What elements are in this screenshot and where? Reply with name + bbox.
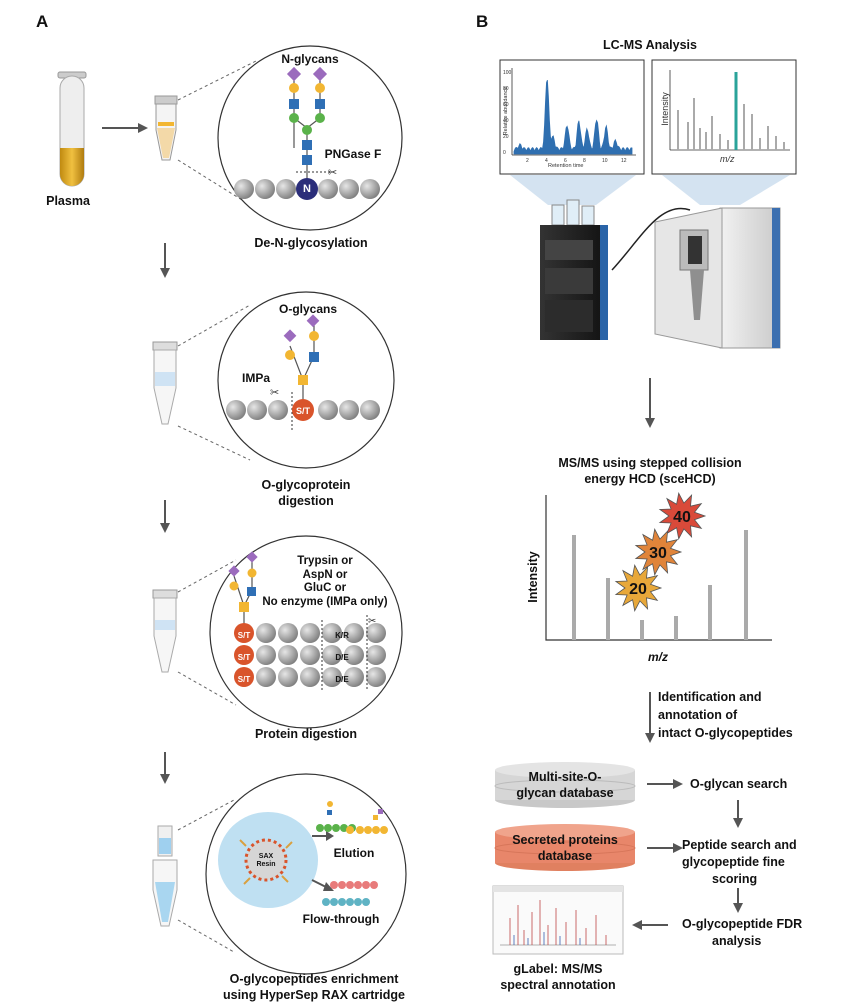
site-kr-label: K/R bbox=[335, 631, 349, 640]
site-de-label-2: D/E bbox=[335, 675, 349, 684]
lc-xtick: 6 bbox=[564, 158, 567, 164]
svg-text:✂: ✂ bbox=[328, 167, 337, 179]
svg-text:✂: ✂ bbox=[368, 616, 376, 627]
lc-ytick: 0 bbox=[503, 150, 506, 156]
peptide-grid: ✂ bbox=[234, 615, 386, 690]
db1-label-l2: glycan database bbox=[516, 786, 614, 800]
step-de-n-glycosylation: De-N-glycosylation bbox=[254, 236, 368, 250]
energy-label: 20 bbox=[629, 581, 647, 598]
lc-xtick: 8 bbox=[583, 158, 586, 164]
identification-l3: intact O-glycopeptides bbox=[658, 726, 793, 740]
peptide-chain-2 bbox=[226, 399, 380, 421]
msms-ylabel: Intensity bbox=[526, 551, 540, 603]
energy-star bbox=[614, 564, 663, 612]
pngase-label: PNGase F bbox=[324, 147, 382, 161]
lc-ytick: 60 bbox=[503, 102, 509, 108]
ms-ylabel: Intensity bbox=[660, 92, 670, 126]
energy-star bbox=[658, 492, 707, 540]
plasma-label: Plasma bbox=[46, 194, 90, 208]
o-glycans-label: O-glycans bbox=[278, 302, 338, 316]
energy-label: 40 bbox=[673, 509, 691, 526]
sax-label-1: SAX bbox=[258, 853, 274, 860]
db2-label-l1: Secreted proteins bbox=[512, 833, 618, 847]
microtube-2-icon bbox=[152, 341, 178, 425]
protein-database-icon bbox=[494, 824, 636, 871]
elution-label: Elution bbox=[333, 846, 375, 860]
lc-xtick: 2 bbox=[526, 158, 529, 164]
enzyme-aspn: AspN or bbox=[302, 568, 348, 581]
n-glycan-structure: ✂ bbox=[286, 66, 337, 188]
peptide-search-l3: scoring bbox=[712, 872, 758, 886]
enzyme-none: No enzyme (IMPa only) bbox=[262, 595, 388, 608]
n-residue-label: N bbox=[303, 183, 311, 195]
step-protein-digestion: Protein digestion bbox=[254, 727, 358, 741]
lc-ytick: 40 bbox=[503, 118, 509, 124]
msms-title-l2: energy HCD (sceHCD) bbox=[584, 472, 716, 486]
lcms-title: LC-MS Analysis bbox=[602, 38, 697, 52]
step-enrichment-l2: using HyperSep RAX cartridge bbox=[223, 988, 405, 1002]
lc-chromatogram bbox=[511, 68, 636, 156]
o-glycan-structure: ✂ bbox=[270, 314, 320, 430]
db2-label-l2: database bbox=[537, 849, 593, 863]
enzyme-trypsin: Trypsin or bbox=[297, 555, 353, 567]
glycan-database-icon bbox=[494, 762, 636, 808]
cartridge-icon bbox=[152, 825, 178, 927]
ms-xlabel: m/z bbox=[720, 154, 735, 164]
glabel-l1: gLabel: MS/MS bbox=[513, 962, 603, 976]
st-label-row2: S/T bbox=[237, 653, 251, 662]
plasma-tube-icon bbox=[57, 71, 87, 187]
panel-label-a: A bbox=[36, 12, 49, 31]
sax-label-2: Resin bbox=[256, 861, 276, 868]
msms-xlabel: m/z bbox=[648, 650, 669, 664]
lc-ytick: 20 bbox=[503, 134, 509, 140]
site-de-label-1: D/E bbox=[335, 653, 349, 662]
flow-through-label: Flow-through bbox=[302, 912, 380, 926]
identification-l1: Identification and bbox=[658, 690, 762, 704]
step-o-glycoprotein-l2: digestion bbox=[278, 494, 334, 508]
microtube-3-icon bbox=[152, 589, 178, 673]
st-label-row1: S/T bbox=[237, 631, 251, 640]
fdr-l1: O-glycopeptide FDR bbox=[682, 917, 803, 931]
st-label-row3: S/T bbox=[237, 675, 251, 684]
lc-xtick: 10 bbox=[602, 158, 608, 164]
msms-title-l1: MS/MS using stepped collision bbox=[558, 456, 742, 470]
glabel-screenshot bbox=[492, 885, 624, 955]
identification-l2: annotation of bbox=[658, 708, 738, 722]
msms-plot: 40 30 20 bbox=[545, 492, 772, 641]
sax-resin-illustration bbox=[218, 801, 388, 908]
db1-label-l1: Multi-site-O- bbox=[528, 770, 602, 784]
energy-star bbox=[634, 528, 683, 576]
lc-instrument-icon bbox=[540, 199, 691, 340]
o-glycopeptide-structure bbox=[228, 551, 258, 630]
lc-xtick: 4 bbox=[545, 158, 548, 164]
microtube-1-icon bbox=[154, 95, 178, 161]
peptide-search-l2: glycopeptide fine bbox=[682, 855, 785, 869]
lc-ytick: 80 bbox=[503, 86, 509, 92]
peptide-chain-1 bbox=[234, 178, 380, 200]
st-label: S/T bbox=[295, 406, 310, 416]
o-glycan-search: O-glycan search bbox=[690, 777, 788, 791]
glabel-l2: spectral annotation bbox=[500, 978, 616, 992]
svg-text:✂: ✂ bbox=[270, 387, 279, 399]
fdr-l2: analysis bbox=[712, 934, 762, 948]
impa-label: IMPa bbox=[241, 371, 270, 385]
enzyme-gluc: GluC or bbox=[303, 582, 347, 594]
step-enrichment-l1: O-glycopeptides enrichment bbox=[229, 972, 399, 986]
n-glycans-label: N-glycans bbox=[281, 52, 339, 66]
lc-xtick: 12 bbox=[621, 158, 627, 164]
energy-label: 30 bbox=[649, 545, 667, 562]
lc-ytick: 100 bbox=[503, 70, 512, 76]
ms-spectrum bbox=[669, 70, 790, 151]
panel-label-b: B bbox=[476, 12, 489, 31]
step-o-glycoprotein-l1: O-glycoprotein bbox=[261, 478, 351, 492]
enzyme-list: Trypsin or AspN or GluC or No enzyme (IM… bbox=[260, 555, 390, 609]
peptide-search-l1: Peptide search and bbox=[682, 838, 797, 852]
lc-xlabel: Retention time bbox=[548, 163, 584, 169]
lc-ylabel: Relative abundance bbox=[503, 86, 509, 136]
ms-instrument-icon bbox=[654, 207, 781, 349]
